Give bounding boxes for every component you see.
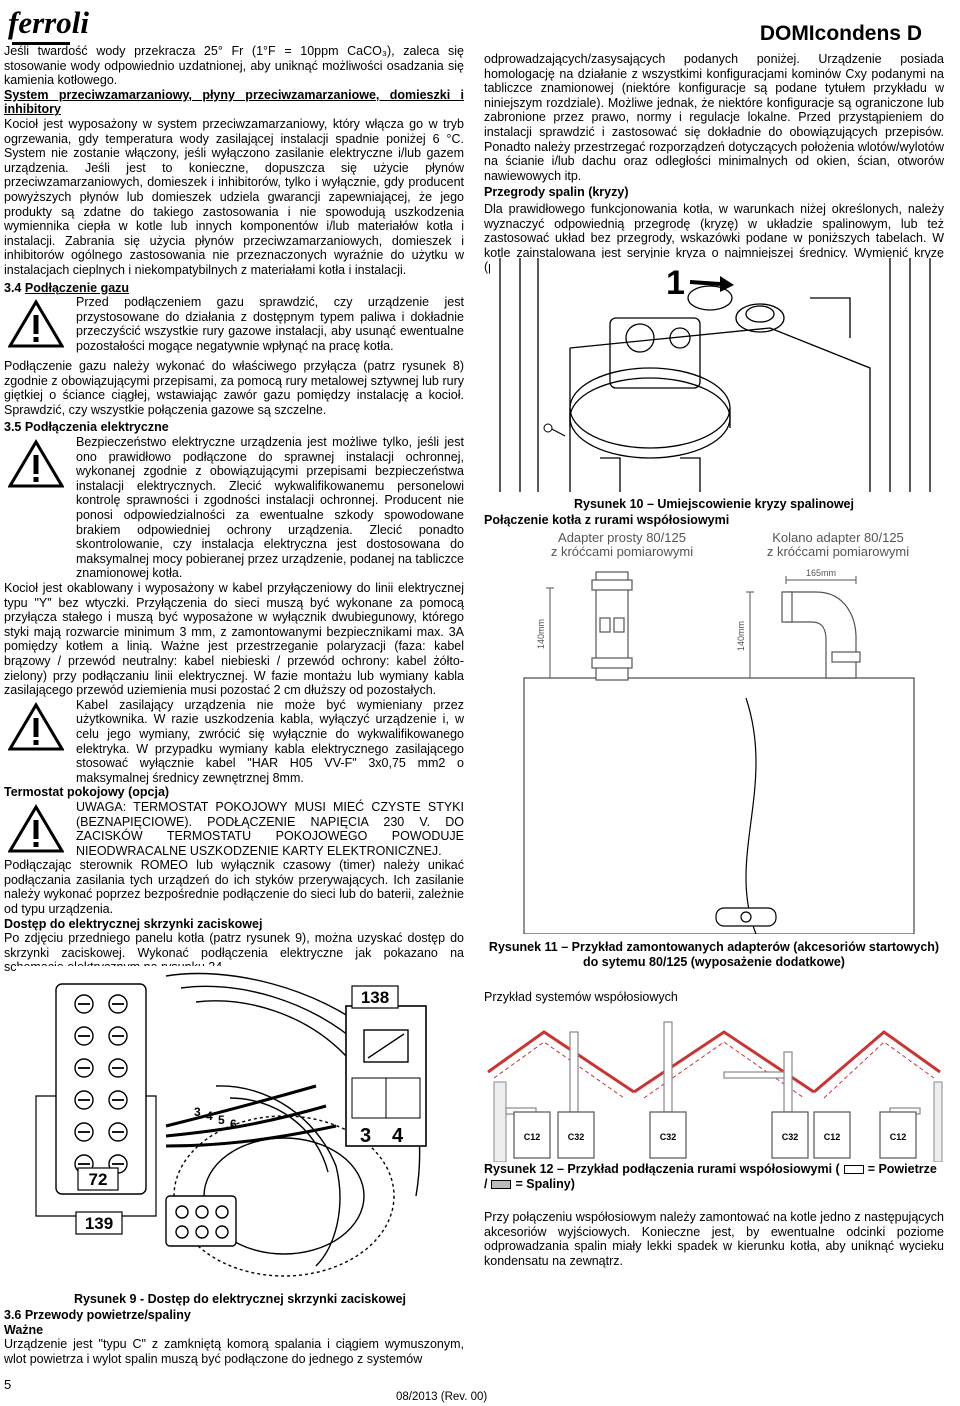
figure-10-label-1: 1 xyxy=(666,264,685,302)
figure-11-illustration: Adapter prosty 80/125 Kolano adapter 80/… xyxy=(496,528,936,934)
adapter-straight-label-1: Adapter prosty 80/125 xyxy=(558,530,686,545)
flue-legend-swatch xyxy=(491,1179,512,1189)
model-name: DOMIcondens D xyxy=(759,22,922,45)
gas-heading-number: 3.4 xyxy=(4,280,22,295)
page-number: 5 xyxy=(4,1377,12,1392)
warning-icon xyxy=(8,439,64,488)
dim-140-left: 140mm xyxy=(536,619,546,649)
config-c32-3: C32 xyxy=(782,1132,799,1142)
figure-12-caption-part-4: = Spaliny) xyxy=(515,1176,575,1191)
terminal-strip-138 xyxy=(345,1005,427,1147)
gas-paragraph: Podłączenie gazu należy wykonać do właśc… xyxy=(4,359,464,417)
figure-9-illustration: 138 72 139 3 4 3 4 5 6 xyxy=(16,966,436,1278)
config-c32-2: C32 xyxy=(660,1132,677,1142)
figure-12-caption-part-2: = Powietrze xyxy=(867,1162,937,1176)
antifreeze-heading: System przeciwzamarzaniowy, płyny przeci… xyxy=(4,87,464,117)
label-terminal-3: 3 xyxy=(360,1125,371,1147)
gas-warning: Przed podłączeniem gazu sprawdzić, czy u… xyxy=(4,295,464,359)
cable-warning: Kabel zasilający urządzenia nie może być… xyxy=(4,698,464,786)
adapter-straight-label-2: z króćcami pomiarowymi xyxy=(551,544,693,559)
coax-paragraph: Przy połączeniu współosiowym należy zamo… xyxy=(484,1210,944,1268)
electrical-warning: Bezpieczeństwo elektryczne urządzenia je… xyxy=(4,435,464,581)
coax-heading: Połączenie kotła z rurami współosiowymi xyxy=(484,513,730,527)
antifreeze-paragraph: Kocioł jest wyposażony w system przeciwz… xyxy=(4,116,464,277)
label-139: 139 xyxy=(85,1214,113,1233)
figure-11-caption: Rysunek 11 – Przykład zamontowanych adap… xyxy=(488,940,940,969)
cable-warning-text: Kabel zasilający urządzenia nie może być… xyxy=(76,697,464,785)
figure-12-caption-part-1: Rysunek 12 – Przykład podłączenia rurami… xyxy=(484,1162,840,1176)
label-pin-4: 4 xyxy=(206,1109,213,1123)
label-72: 72 xyxy=(89,1170,108,1189)
electrical-paragraph: Kocioł jest okablowany i wyposażony w ka… xyxy=(4,581,464,698)
examples-title: Przykład systemów współosiowych xyxy=(484,990,678,1004)
baffle-heading: Przegrody spalin (kryzy) xyxy=(484,185,629,200)
warning-icon xyxy=(8,803,64,853)
dim-165: 165mm xyxy=(806,568,836,578)
adapter-elbow-label-1: Kolano adapter 80/125 xyxy=(772,530,904,545)
air-flue-paragraph: Urządzenie jest "typu C" z zamkniętą kom… xyxy=(4,1337,464,1366)
right-column: odprowadzających/zasysających podanych p… xyxy=(484,52,944,275)
ferroli-logo: ferroli xyxy=(8,5,89,46)
flue-systems-paragraph: odprowadzających/zasysających podanych p… xyxy=(484,52,944,183)
electrical-warning-text: Bezpieczeństwo elektryczne urządzenia je… xyxy=(76,435,464,581)
label-pin-6: 6 xyxy=(230,1117,237,1131)
adapter-elbow-label-2: z króćcami pomiarowymi xyxy=(767,544,909,559)
warning-icon xyxy=(8,299,64,348)
figure-10-illustration: 1 xyxy=(490,258,944,492)
terminal-box-heading: Dostęp do elektrycznej skrzynki zaciskow… xyxy=(4,916,263,931)
config-c12-2: C12 xyxy=(824,1132,841,1142)
figure-12-caption: Rysunek 12 – Przykład podłączenia rurami… xyxy=(484,1162,944,1191)
air-flue-heading: 3.6 Przewody powietrze/spaliny xyxy=(4,1308,191,1322)
logo-underline xyxy=(12,42,70,45)
air-legend-swatch xyxy=(843,1165,864,1175)
hardness-paragraph: Jeśli twardość wody przekracza 25° Fr (1… xyxy=(4,44,464,88)
thermostat-paragraph: Podłączając sterownik ROMEO lub wyłączni… xyxy=(4,858,464,917)
thermostat-heading: Termostat pokojowy (opcja) xyxy=(4,785,170,800)
important-heading: Ważne xyxy=(4,1322,44,1337)
gas-warning-text: Przed podłączeniem gazu sprawdzić, czy u… xyxy=(76,295,464,353)
left-column-bottom: 3.6 Przewody powietrze/spaliny Ważne Urz… xyxy=(4,1308,464,1366)
label-pin-3: 3 xyxy=(194,1105,201,1119)
gas-heading: 3.4 Podłączenie gazu xyxy=(4,281,464,296)
figure-12-illustration: C12 C32 C32 C32 C12 C12 xyxy=(484,1012,944,1162)
label-pin-5: 5 xyxy=(218,1113,225,1127)
warning-icon xyxy=(8,701,64,751)
figure-10-caption: Rysunek 10 – Umiejscowienie kryzy spalin… xyxy=(574,497,854,511)
figure-12-caption-part-3: / xyxy=(484,1176,488,1191)
label-terminal-4: 4 xyxy=(392,1125,404,1147)
label-138: 138 xyxy=(361,988,389,1007)
electrical-heading: 3.5 Podłączenia elektryczne xyxy=(4,420,169,435)
config-c12-3: C12 xyxy=(890,1132,907,1142)
logo-text: ferroli xyxy=(8,5,89,40)
gas-heading-text: Podłączenie gazu xyxy=(24,280,130,295)
config-c32-1: C32 xyxy=(568,1132,585,1142)
thermostat-warning-text: UWAGA: TERMOSTAT POKOJOWY MUSI MIEĆ CZYS… xyxy=(76,799,464,858)
left-column: Jeśli twardość wody przekracza 25° Fr (1… xyxy=(4,44,464,975)
dim-140-right: 140mm xyxy=(736,621,746,651)
config-c12-1: C12 xyxy=(524,1132,541,1142)
thermostat-warning: UWAGA: TERMOSTAT POKOJOWY MUSI MIEĆ CZYS… xyxy=(4,800,464,858)
figure-9-caption: Rysunek 9 - Dostęp do elektrycznej skrzy… xyxy=(73,1292,407,1306)
revision-date: 08/2013 (Rev. 00) xyxy=(396,1391,488,1403)
